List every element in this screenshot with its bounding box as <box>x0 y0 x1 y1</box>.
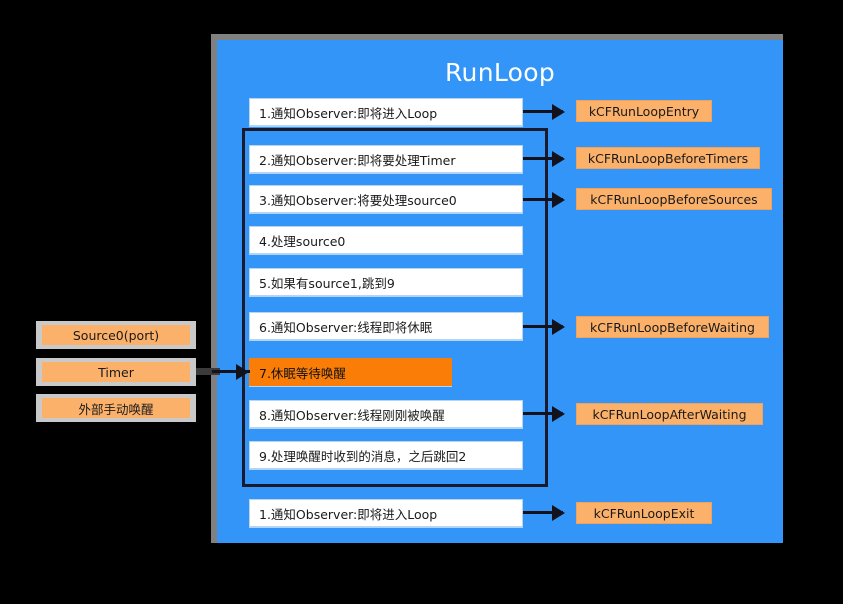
step-box-2[interactable]: 2.通知Observer:即将要处理Timer <box>249 145 523 173</box>
arrow-line-to-sleep <box>212 370 250 373</box>
arrow-head-before-sources <box>552 192 565 208</box>
arrow-head-before-timers <box>552 151 565 167</box>
source-item-manual-wake[interactable]: 外部手动唤醒 <box>36 394 196 422</box>
step-box-7-sleep[interactable]: 7.休眠等待唤醒 <box>249 358 452 386</box>
arrow-head-before-waiting <box>552 319 565 335</box>
arrow-head-after-waiting <box>552 406 565 422</box>
timer-connector-segment <box>196 368 220 375</box>
arrow-line-entry <box>523 110 563 113</box>
arrow-line-after-waiting <box>523 412 563 415</box>
arrow-head-entry <box>552 104 565 120</box>
event-box-exit[interactable]: kCFRunLoopExit <box>576 502 712 524</box>
step-box-3[interactable]: 3.通知Observer:将要处理source0 <box>249 185 523 213</box>
step-box-exit[interactable]: 1.通知Observer:即将进入Loop <box>249 499 523 527</box>
step-box-4[interactable]: 4.处理source0 <box>249 226 523 254</box>
event-box-entry[interactable]: kCFRunLoopEntry <box>576 100 712 122</box>
event-box-after-waiting[interactable]: kCFRunLoopAfterWaiting <box>576 403 763 425</box>
event-box-before-waiting[interactable]: kCFRunLoopBeforeWaiting <box>576 316 769 338</box>
step-box-9[interactable]: 9.处理唤醒时收到的消息，之后跳回2 <box>249 441 523 469</box>
arrow-line-exit <box>523 511 563 514</box>
source-label-timer: Timer <box>42 362 190 382</box>
step-box-8[interactable]: 8.通知Observer:线程刚刚被唤醒 <box>249 400 523 428</box>
source-label-manual-wake: 外部手动唤醒 <box>42 398 190 418</box>
arrow-line-before-timers <box>523 157 563 160</box>
arrow-line-before-waiting <box>523 325 563 328</box>
step-box-1[interactable]: 1.通知Observer:即将进入Loop <box>249 98 523 126</box>
event-box-before-sources[interactable]: kCFRunLoopBeforeSources <box>576 188 772 210</box>
source-item-source0[interactable]: Source0(port) <box>36 321 196 349</box>
arrow-head-exit <box>552 505 565 521</box>
arrow-head-to-sleep <box>236 364 249 380</box>
page-title: RunLoop <box>445 58 555 87</box>
event-box-before-timers[interactable]: kCFRunLoopBeforeTimers <box>576 147 760 169</box>
source-item-timer[interactable]: Timer <box>36 358 196 386</box>
source-label-source0: Source0(port) <box>42 325 190 345</box>
step-box-6[interactable]: 6.通知Observer:线程即将休眠 <box>249 312 523 340</box>
step-box-5[interactable]: 5.如果有source1,跳到9 <box>249 268 523 296</box>
arrow-line-before-sources <box>523 198 563 201</box>
loop-boundary-rect <box>242 128 548 487</box>
